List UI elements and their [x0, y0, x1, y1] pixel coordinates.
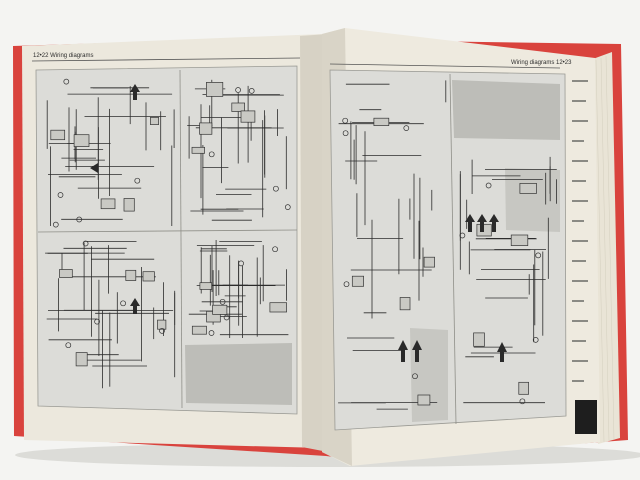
- component-box: [231, 102, 245, 112]
- connector-symbol: [65, 342, 72, 349]
- connector-symbol: [519, 398, 526, 405]
- page-edge-lines: [595, 55, 615, 443]
- component-box: [191, 146, 205, 154]
- gutter-shadow-left: [300, 34, 328, 452]
- connector-symbol: [273, 185, 279, 192]
- right-key-box-mid: [505, 168, 560, 232]
- connector-symbol: [223, 314, 230, 321]
- component-box: [351, 275, 364, 287]
- left-diagram-panel: [35, 65, 298, 415]
- component-box: [199, 122, 213, 135]
- component-box: [75, 352, 88, 367]
- left-panel-divider-v: [179, 69, 183, 409]
- connector-symbol: [342, 130, 349, 137]
- right-page-header: Wiring diagrams 12•23: [511, 60, 572, 66]
- left-panel-divider-h: [37, 229, 298, 233]
- component-box: [473, 332, 485, 347]
- connector-symbol: [120, 300, 126, 307]
- right-panel-divider-v: [449, 73, 457, 425]
- component-symbols: [50, 78, 542, 406]
- connector-symbol: [284, 204, 291, 210]
- connector-symbol: [485, 182, 492, 189]
- connector-symbol: [459, 232, 466, 239]
- component-box: [518, 381, 529, 395]
- fuse-arrows: [90, 84, 507, 362]
- connector-symbol: [52, 221, 59, 228]
- connector-symbol: [219, 298, 226, 305]
- connector-symbol: [235, 87, 241, 93]
- component-box: [199, 282, 213, 290]
- connector-symbol: [535, 252, 542, 259]
- black-index-tab: [575, 400, 597, 434]
- connector-symbol: [63, 78, 70, 85]
- connector-symbol: [532, 337, 539, 343]
- connector-symbol: [248, 88, 255, 94]
- connector-symbol: [208, 330, 215, 336]
- component-box: [150, 117, 159, 125]
- component-box: [50, 129, 66, 141]
- component-box: [123, 198, 135, 212]
- right-key-box-bottom: [410, 328, 448, 422]
- component-box: [59, 269, 73, 278]
- component-box: [510, 234, 529, 246]
- connector-symbol: [343, 281, 350, 288]
- right-header-rule: [329, 63, 561, 69]
- right-key-box-top: [452, 80, 560, 140]
- component-box: [73, 134, 90, 147]
- component-box: [212, 304, 228, 315]
- component-box: [399, 297, 411, 311]
- component-box: [157, 319, 167, 330]
- connector-symbol: [403, 125, 410, 131]
- component-box: [476, 223, 492, 237]
- component-box: [423, 256, 435, 268]
- component-box: [100, 198, 116, 210]
- connector-symbol: [76, 216, 83, 223]
- connector-symbol: [57, 192, 64, 198]
- left-header-rule: [31, 57, 301, 62]
- component-box: [373, 117, 390, 126]
- component-box: [125, 269, 137, 281]
- component-box: [191, 325, 207, 335]
- connector-symbol: [238, 260, 244, 267]
- wiring-lines: [45, 79, 557, 410]
- connector-symbol: [94, 318, 100, 325]
- connector-symbol: [82, 240, 89, 247]
- left-page-header: 12•22 Wiring diagrams: [33, 53, 94, 59]
- connector-symbol: [272, 246, 278, 253]
- component-box: [519, 183, 537, 194]
- connector-symbol: [342, 117, 349, 124]
- connector-symbol: [134, 177, 141, 184]
- right-diagram-panel: [329, 69, 567, 431]
- connector-symbol: [412, 373, 418, 380]
- connector-symbol: [159, 328, 165, 334]
- index-column: [572, 80, 588, 382]
- component-box: [206, 82, 224, 97]
- left-key-box: [185, 343, 292, 405]
- component-box: [269, 302, 287, 313]
- component-box: [240, 110, 256, 123]
- component-box: [417, 394, 431, 406]
- component-box: [142, 271, 155, 282]
- connector-symbol: [208, 151, 215, 158]
